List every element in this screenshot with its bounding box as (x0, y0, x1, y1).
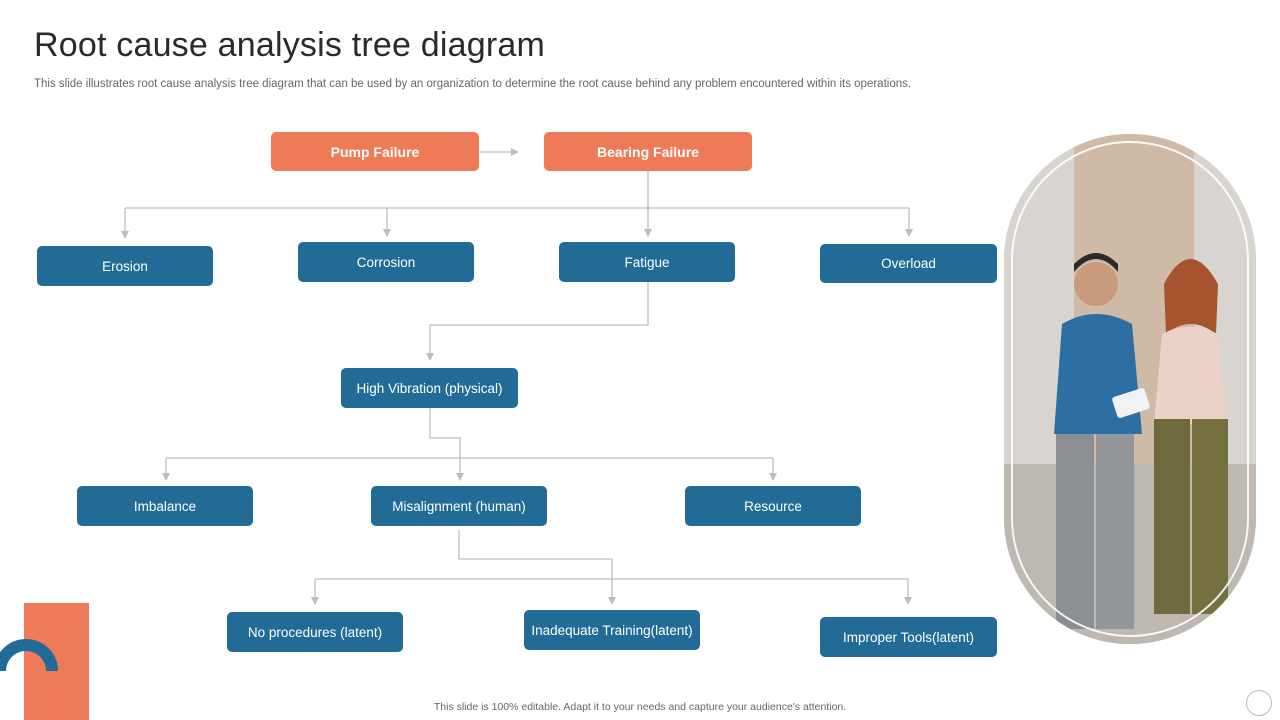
node-inadequate-training[interactable]: Inadequate Training(latent) (524, 610, 700, 650)
slide-title: Root cause analysis tree diagram (34, 26, 545, 64)
node-corrosion-label: Corrosion (356, 254, 416, 270)
connector-misalignment-down (458, 530, 616, 605)
connector-vibration-down (429, 408, 464, 481)
photo-inner-ring (1011, 141, 1249, 637)
node-pump-failure-label: Pump Failure (330, 143, 420, 160)
node-high-vibration[interactable]: High Vibration (physical) (341, 368, 518, 408)
node-improper-tools[interactable]: Improper Tools(latent) (820, 617, 997, 657)
node-imbalance-label: Imbalance (133, 498, 197, 514)
node-no-procedures-label: No procedures (latent) (247, 624, 383, 640)
node-improper-tools-label: Improper Tools(latent) (842, 629, 975, 645)
node-high-vibration-label: High Vibration (physical) (356, 380, 503, 396)
node-resource[interactable]: Resource (685, 486, 861, 526)
node-erosion-label: Erosion (102, 258, 148, 274)
node-inadequate-training-label: Inadequate Training(latent) (531, 622, 693, 638)
node-corrosion[interactable]: Corrosion (298, 242, 474, 282)
node-bearing-failure[interactable]: Bearing Failure (544, 132, 752, 171)
node-fatigue[interactable]: Fatigue (559, 242, 735, 282)
slide-corner-circle (1246, 690, 1272, 716)
node-imbalance[interactable]: Imbalance (77, 486, 253, 526)
node-bearing-failure-label: Bearing Failure (597, 143, 699, 160)
node-overload-label: Overload (881, 256, 936, 271)
node-overload[interactable]: Overload (820, 244, 997, 283)
people-photo (1004, 134, 1256, 644)
node-erosion[interactable]: Erosion (37, 246, 213, 286)
slide-footer-note: This slide is 100% editable. Adapt it to… (433, 701, 847, 713)
node-pump-failure[interactable]: Pump Failure (271, 132, 479, 171)
connector-fatigue-vibration (426, 282, 649, 361)
decorative-arc-icon (0, 639, 58, 672)
slide-subtitle: This slide illustrates root cause analys… (34, 78, 912, 90)
node-misalignment[interactable]: Misalignment (human) (371, 486, 547, 526)
node-fatigue-label: Fatigue (624, 254, 670, 270)
node-resource-label: Resource (744, 498, 802, 514)
node-no-procedures[interactable]: No procedures (latent) (227, 612, 403, 652)
node-misalignment-label: Misalignment (human) (392, 498, 526, 514)
